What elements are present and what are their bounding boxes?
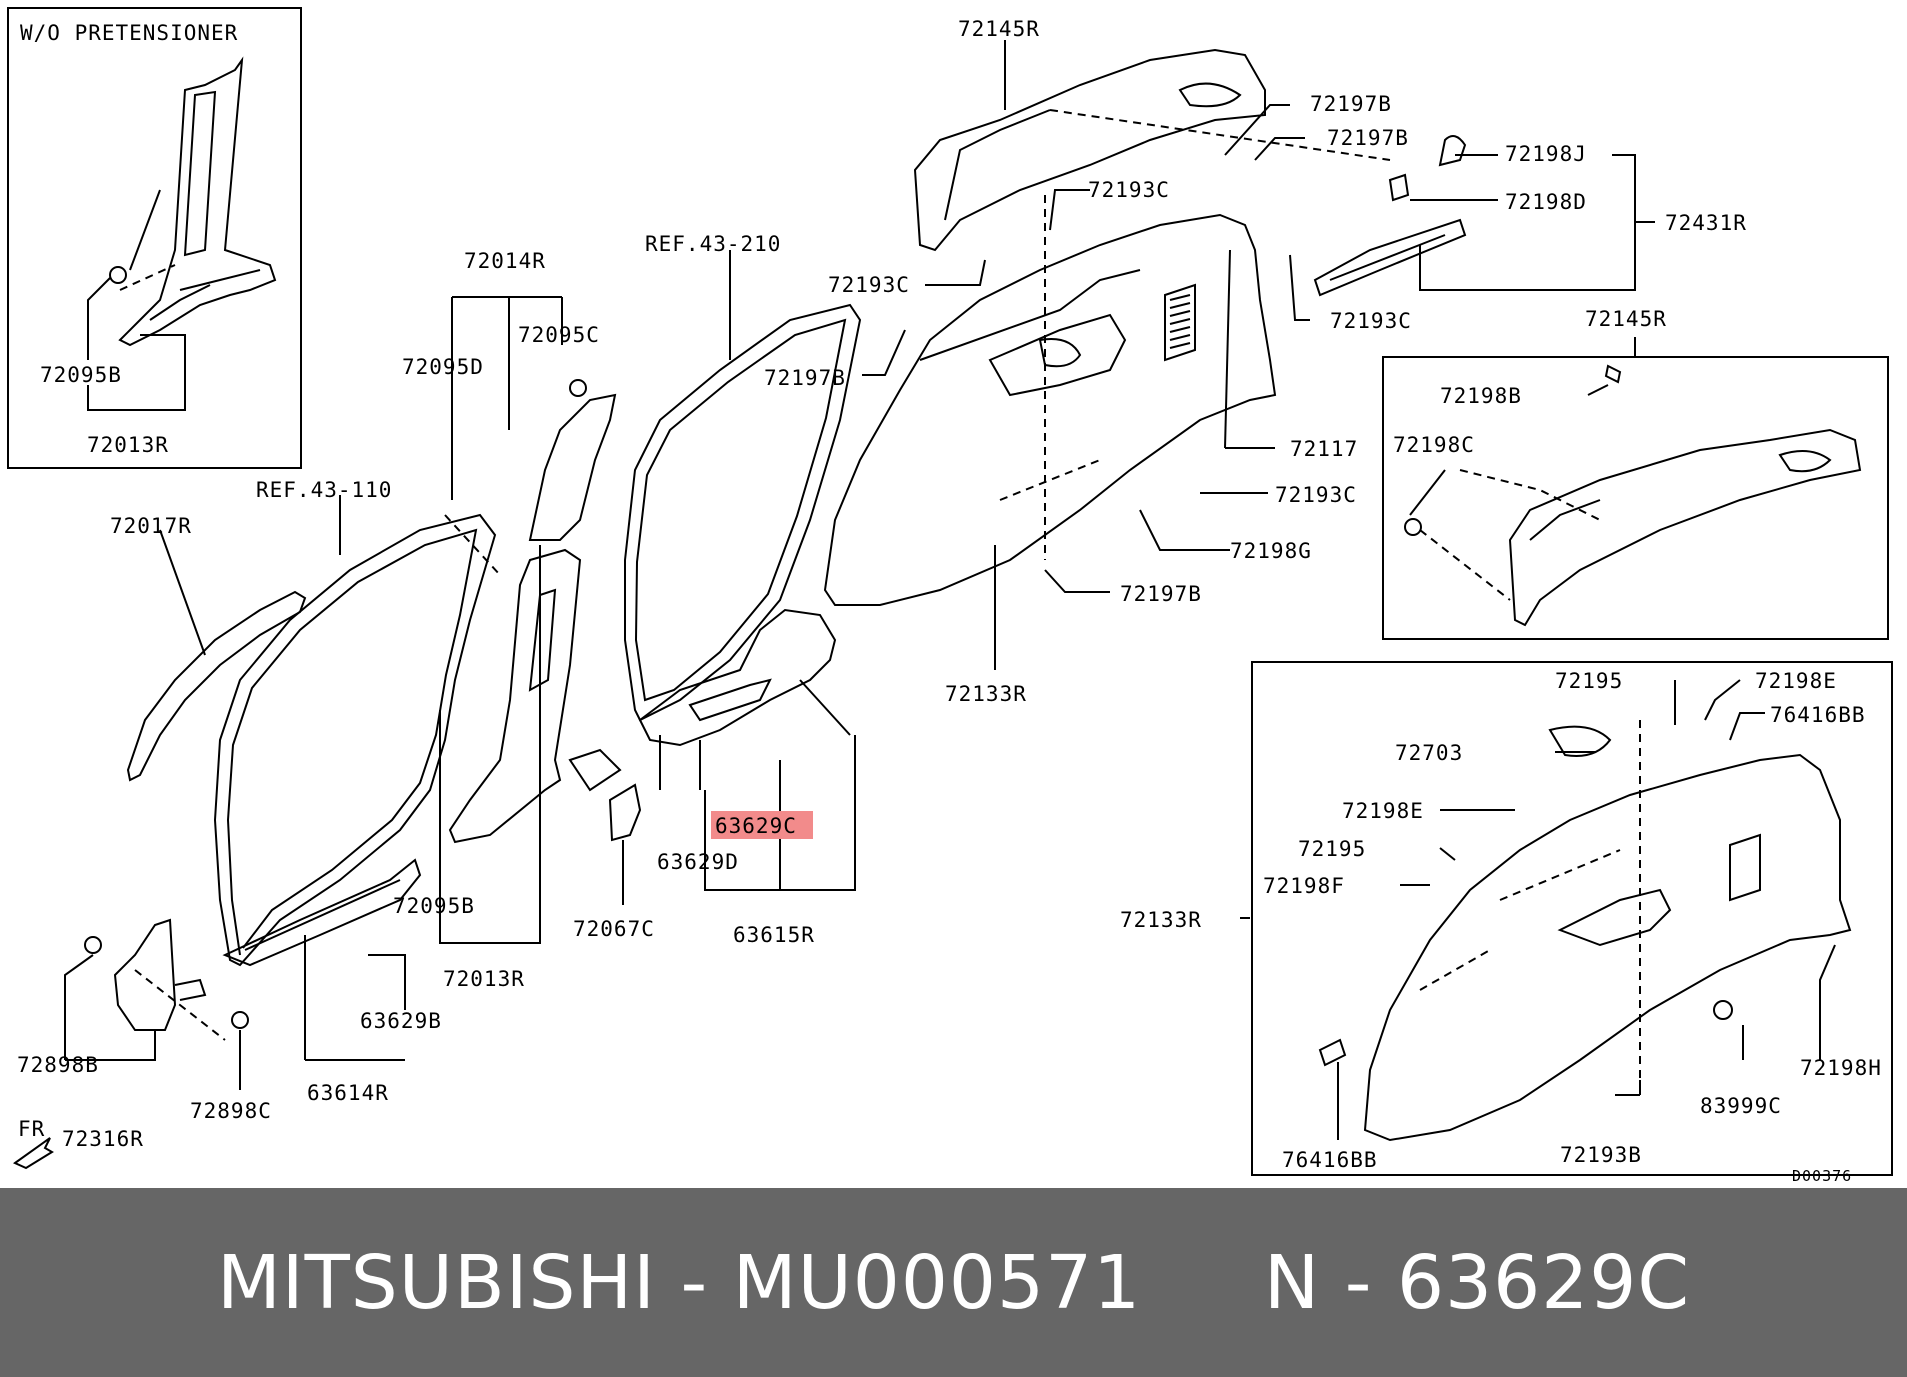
label-63614r: 63614R	[307, 1081, 389, 1105]
brand-name: MITSUBISHI	[216, 1239, 656, 1326]
label-72067c: 72067C	[573, 917, 655, 941]
label-ref-43-210: REF.43-210	[645, 232, 781, 256]
inset-box-pretensioner	[7, 7, 302, 469]
label-72193c-1: 72193C	[1088, 178, 1170, 202]
label-72145r-top: 72145R	[958, 17, 1040, 41]
label-72095b: 72095B	[393, 894, 475, 918]
label-72014r: 72014R	[464, 249, 546, 273]
label-72198f: 72198F	[1263, 874, 1345, 898]
spacer	[1141, 1240, 1264, 1326]
separator: -	[655, 1239, 733, 1326]
upper-quarter-trim-72145r	[913, 48, 1391, 252]
bracket-72067c	[608, 783, 642, 842]
label-72703: 72703	[1395, 741, 1463, 765]
inset-trim-72133r	[1318, 720, 1852, 1142]
b-pillar-trim	[444, 379, 622, 844]
inset-trim-72145r	[1404, 364, 1862, 627]
scuff-plate-63615r	[638, 608, 851, 790]
label-72198h: 72198H	[1800, 1056, 1882, 1080]
ref-code: 63629C	[1396, 1239, 1691, 1326]
front-arrow-icon	[13, 1137, 54, 1170]
label-ref-43-110: REF.43-110	[256, 478, 392, 502]
label-63629c: 63629C	[715, 814, 797, 838]
label-72197b-3: 72197B	[764, 366, 846, 390]
highlight-63629c	[711, 811, 813, 839]
inset-box-72133r	[1251, 661, 1893, 1176]
bracket-72431r	[1313, 135, 1467, 297]
label-72013r-inset: 72013R	[87, 433, 169, 457]
label-63629b: 63629B	[360, 1009, 442, 1033]
ref-prefix: N	[1263, 1239, 1321, 1326]
label-72193c-4: 72193C	[1275, 483, 1357, 507]
label-72017r: 72017R	[110, 514, 192, 538]
label-wo-pretensioner: W/O PRETENSIONER	[20, 21, 238, 45]
pillar-trim-inset	[109, 56, 277, 347]
label-72198e-2: 72198E	[1342, 799, 1424, 823]
label-76416bb-1: 76416BB	[1770, 703, 1866, 727]
label-72133r: 72133R	[945, 682, 1027, 706]
label-72193c-2: 72193C	[828, 273, 910, 297]
label-72198j: 72198J	[1505, 142, 1587, 166]
label-72193c-3: 72193C	[1330, 309, 1412, 333]
label-72095c: 72095C	[518, 323, 600, 347]
label-72145r-box: 72145R	[1585, 307, 1667, 331]
label-72431r: 72431R	[1665, 211, 1747, 235]
label-83999c: 83999C	[1700, 1094, 1782, 1118]
leader-lines	[64, 40, 1836, 1140]
part-number: MU000571	[732, 1239, 1142, 1326]
parts-diagram: W/O PRETENSIONER 72095B 72013R 72017R RE…	[7, 7, 1893, 1185]
label-72095b-inset: 72095B	[40, 363, 122, 387]
weatherstrip-43-110	[213, 495, 497, 967]
label-72133r-box: 72133R	[1120, 908, 1202, 932]
label-72197b-4: 72197B	[1120, 582, 1202, 606]
label-63615r: 63615R	[733, 923, 815, 947]
quarter-trim-72133r	[823, 195, 1277, 606]
label-72193b: 72193B	[1560, 1143, 1642, 1167]
label-72198c: 72198C	[1393, 433, 1475, 457]
label-drawing-no: D00376	[1792, 1167, 1852, 1185]
label-72013r: 72013R	[443, 967, 525, 991]
label-72195-2: 72195	[1298, 837, 1366, 861]
label-72898c: 72898C	[190, 1099, 272, 1123]
label-72898b: 72898B	[17, 1053, 99, 1077]
label-72117: 72117	[1290, 437, 1358, 461]
label-72197b-2: 72197B	[1327, 126, 1409, 150]
label-63629d: 63629D	[657, 850, 739, 874]
label-fr: FR	[18, 1117, 45, 1141]
label-72198e-1: 72198E	[1755, 669, 1837, 693]
scuff-plate-63614r	[222, 858, 422, 1060]
label-76416bb-2: 76416BB	[1282, 1148, 1378, 1172]
label-72198d: 72198D	[1505, 190, 1587, 214]
label-72198g: 72198G	[1230, 539, 1312, 563]
part-number-banner: MITSUBISHI - MU000571 N - 63629C	[0, 1188, 1907, 1377]
label-72095d: 72095D	[402, 355, 484, 379]
label-72316r: 72316R	[62, 1127, 144, 1151]
label-72198b: 72198B	[1440, 384, 1522, 408]
weatherstrip-43-210	[624, 250, 862, 722]
separator: -	[1320, 1239, 1397, 1326]
label-72197b-1: 72197B	[1310, 92, 1392, 116]
lower-trim-72316r	[84, 918, 249, 1041]
label-72195-1: 72195	[1555, 669, 1623, 693]
